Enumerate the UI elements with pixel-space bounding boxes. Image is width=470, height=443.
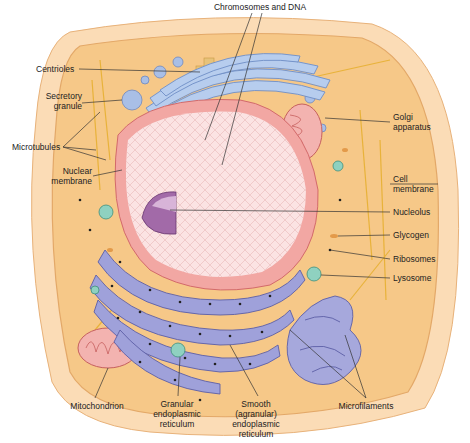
cell-outer <box>32 18 459 436</box>
part-label: Glycogen <box>393 230 453 240</box>
part-label: Lysosome <box>393 273 453 283</box>
part-label: Mitochondrion <box>62 401 132 411</box>
part-label: Ribosomes <box>393 254 453 264</box>
part-label: Microfilaments <box>330 401 402 411</box>
part-label: Nuclear membrane <box>22 166 92 186</box>
part-label: Chromosomes and DNA <box>200 2 320 12</box>
leader-lines <box>63 13 438 398</box>
granular-er <box>90 250 305 394</box>
smooth-er <box>287 296 361 385</box>
part-label: Golgi apparatus <box>393 112 443 132</box>
part-label: Cell membrane <box>393 174 443 194</box>
nucleus <box>115 99 318 290</box>
part-label: Smooth (agranular) endoplasmic reticulum <box>225 399 287 439</box>
cytoplasm <box>52 34 438 417</box>
lysosomes <box>91 161 343 357</box>
part-label: Granular endoplasmic reticulum <box>146 399 208 429</box>
part-label: Secretory granule <box>20 91 82 111</box>
microtubules <box>92 60 390 330</box>
part-label: Centrioles <box>36 64 96 74</box>
part-label: Microtubules <box>12 142 72 152</box>
glycogen <box>107 148 348 252</box>
part-label: Nucleolus <box>393 207 453 217</box>
